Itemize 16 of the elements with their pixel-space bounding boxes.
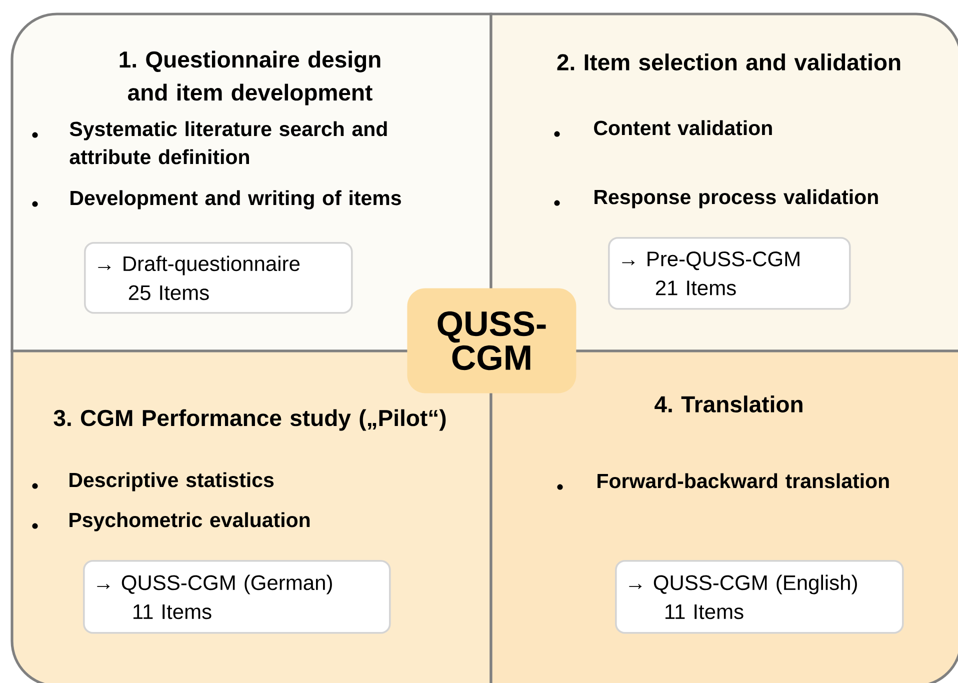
bullet-item: Content validation bbox=[554, 120, 772, 137]
result-box: → Pre-QUSS-CGM 21 Items bbox=[608, 237, 851, 310]
section-heading: 1. Questionnaire design and item development bbox=[120, 50, 380, 106]
bullet-item: Development and writing of items bbox=[32, 190, 401, 210]
section-heading: 2. Item selection and validation bbox=[557, 54, 900, 70]
bullet-item: Response process validation bbox=[554, 189, 878, 208]
result-box: → QUSS-CGM (English) 11 Items bbox=[615, 560, 904, 634]
result-box: → QUSS-CGM (German) 11 Items bbox=[83, 560, 391, 634]
bullet-item: Psychometric evaluation bbox=[32, 512, 310, 532]
section-heading: 4. Translation bbox=[654, 396, 802, 412]
bullet-item: Descriptive statistics bbox=[32, 472, 274, 492]
center-box: QUSS-CGM bbox=[407, 288, 576, 394]
bullet-item: Forward-backward translation bbox=[557, 473, 889, 490]
section-heading: 3. CGM Performance study („Pilot“) bbox=[54, 409, 446, 431]
result-box: → Draft-questionnaire 25 Items bbox=[84, 242, 353, 314]
bullet-item: Systematic literature search and attribute definition bbox=[32, 121, 387, 164]
